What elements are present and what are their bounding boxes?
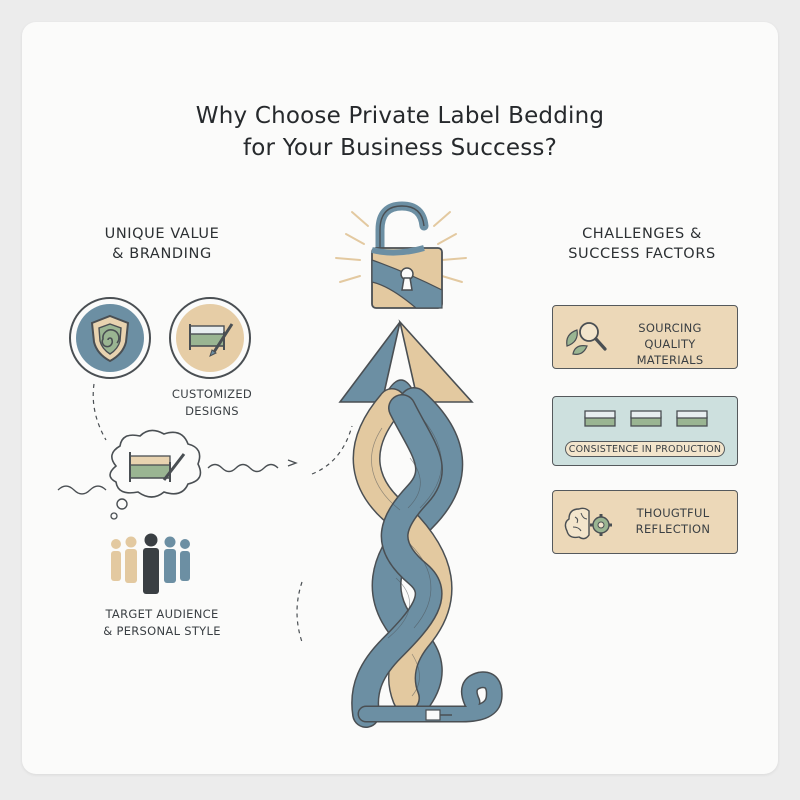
sourcing-line-2: QUALITY MATERIALS <box>636 337 704 367</box>
braided-arrow-icon <box>338 319 503 728</box>
customized-line-1: CUSTOMIZED <box>171 387 253 401</box>
reflection-line-2: REFLECTION <box>635 522 711 536</box>
audience-line-2: & PERSONAL STYLE <box>103 624 221 638</box>
sourcing-panel: SOURCING QUALITY MATERIALS <box>552 305 738 369</box>
sourcing-label: SOURCING QUALITY MATERIALS <box>609 320 731 368</box>
left-heading-line-2: & BRANDING <box>112 246 212 262</box>
consistency-label: CONSISTENCE IN PRODUCTION <box>565 441 725 457</box>
sourcing-line-1: SOURCING <box>638 321 702 335</box>
shield-spiral-icon <box>69 297 151 379</box>
right-section-heading: CHALLENGES & SUCCESS FACTORS <box>552 224 732 264</box>
reflection-line-1: THOUGTFUL <box>636 506 710 520</box>
reflection-panel: THOUGTFUL REFLECTION <box>552 490 738 554</box>
bed-brush-icon <box>169 297 251 379</box>
consistency-panel: CONSISTENCE IN PRODUCTION <box>552 396 738 466</box>
reflection-label: THOUGTFUL REFLECTION <box>615 505 731 537</box>
people-group-icon <box>111 533 190 594</box>
right-heading-line-1: CHALLENGES & <box>582 226 702 242</box>
infographic-card: Why Choose Private Label Bedding for You… <box>22 22 778 774</box>
title-line-1: Why Choose Private Label Bedding <box>195 103 605 129</box>
left-section-heading: UNIQUE VALUE & BRANDING <box>72 224 252 264</box>
dashed-connector-left <box>57 383 353 643</box>
target-audience-label: TARGET AUDIENCE & PERSONAL STYLE <box>72 606 252 640</box>
beds-row-icon <box>584 410 708 427</box>
audience-line-1: TARGET AUDIENCE <box>105 607 219 621</box>
key-icon <box>425 709 452 721</box>
title-line-2: for Your Business Success? <box>242 135 558 161</box>
page-title: Why Choose Private Label Bedding for You… <box>22 100 778 164</box>
thought-bed-icon <box>109 429 202 520</box>
customized-line-2: DESIGNS <box>185 404 239 418</box>
left-heading-line-1: UNIQUE VALUE <box>104 226 220 242</box>
brain-gear-icon <box>564 507 612 540</box>
customized-designs-label: CUSTOMIZED DESIGNS <box>162 386 262 420</box>
leaf-magnifier-icon <box>566 322 607 355</box>
unlocked-padlock-icon <box>335 201 467 309</box>
right-heading-line-2: SUCCESS FACTORS <box>568 246 716 262</box>
